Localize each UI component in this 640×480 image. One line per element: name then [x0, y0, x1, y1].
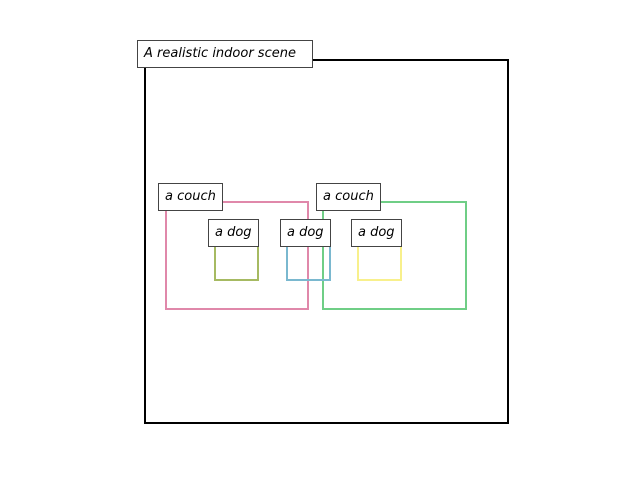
dog-label-2: a dog — [280, 219, 331, 247]
couch-box-2 — [322, 201, 467, 310]
couch-box-1 — [165, 201, 309, 310]
couch-label-1: a couch — [158, 183, 223, 211]
couch-label-2: a couch — [316, 183, 381, 211]
dog-label-1: a dog — [208, 219, 259, 247]
dog-label-3: a dog — [351, 219, 402, 247]
scene-frame — [144, 59, 509, 424]
scene-caption: A realistic indoor scene — [137, 40, 313, 68]
